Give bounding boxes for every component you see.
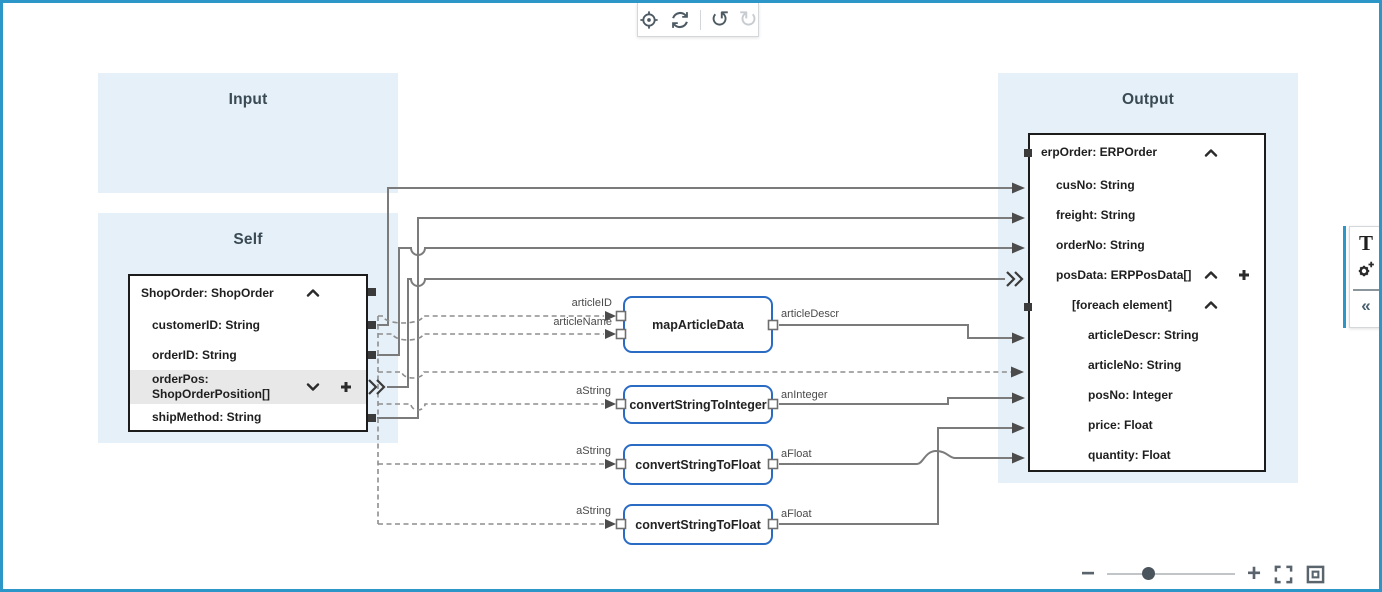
tree-node-label: quantity: Float bbox=[1088, 447, 1171, 462]
tree-node-orderid[interactable]: orderID: String bbox=[130, 340, 366, 370]
tree-node-label: orderPos: ShopOrderPosition[] bbox=[152, 372, 270, 401]
collapse-panel-button[interactable]: « bbox=[1361, 296, 1371, 315]
port-label-astring-2: aString bbox=[576, 445, 611, 457]
input-panel: Input bbox=[98, 73, 398, 193]
tree-node-price[interactable]: price: Float bbox=[1030, 410, 1264, 440]
tree-node-erporder[interactable]: erpOrder: ERPOrder bbox=[1030, 135, 1264, 170]
tree-node-shipmethod[interactable]: shipMethod: String bbox=[130, 404, 366, 430]
tree-node-orderpos[interactable]: orderPos: ShopOrderPosition[] bbox=[130, 370, 366, 404]
tree-node-label: articleNo: String bbox=[1088, 357, 1182, 372]
add-item-icon[interactable] bbox=[1238, 269, 1250, 281]
tree-node-label: [foreach element] bbox=[1072, 297, 1173, 312]
port-label-articlename: articleName bbox=[553, 316, 612, 328]
tree-node-label: price: Float bbox=[1088, 417, 1153, 432]
locate-icon[interactable] bbox=[638, 9, 660, 31]
function-convert-string-to-float-2[interactable]: convertStringToFloat bbox=[623, 504, 773, 545]
tree-node-label: freight: String bbox=[1056, 207, 1136, 222]
tree-node-label: orderID: String bbox=[152, 347, 237, 362]
tree-node-shoporder[interactable]: ShopOrder: ShopOrder bbox=[130, 276, 366, 310]
function-map-article-data[interactable]: mapArticleData bbox=[623, 296, 773, 353]
tree-node-articledescr[interactable]: articleDescr: String bbox=[1030, 320, 1264, 350]
side-toolbar: T « bbox=[1349, 226, 1379, 328]
function-label: mapArticleData bbox=[652, 317, 744, 332]
port-label-afloat-1: aFloat bbox=[781, 448, 812, 460]
zoom-out-button[interactable]: − bbox=[1081, 560, 1096, 587]
function-convert-string-to-float-1[interactable]: convertStringToFloat bbox=[623, 444, 773, 485]
chevron-down-icon[interactable] bbox=[306, 383, 320, 391]
input-panel-title: Input bbox=[228, 91, 268, 108]
port-label-articledescr: articleDescr bbox=[781, 308, 840, 320]
source-schema-box: ShopOrder: ShopOrder customerID: String … bbox=[128, 274, 368, 432]
target-schema-box: erpOrder: ERPOrder cusNo: String freight… bbox=[1028, 133, 1266, 472]
fit-view-icon[interactable] bbox=[1306, 565, 1325, 584]
side-panel-accent bbox=[1343, 226, 1346, 328]
zoom-bar: − + bbox=[1081, 559, 1341, 589]
sync-icon[interactable] bbox=[669, 9, 691, 31]
tree-node-foreach[interactable]: [foreach element] bbox=[1030, 290, 1264, 320]
canvas-toolbar: ↺ ↻ bbox=[637, 3, 759, 37]
tree-node-label: posNo: Integer bbox=[1088, 387, 1173, 402]
tree-node-customerid[interactable]: customerID: String bbox=[130, 310, 366, 340]
port-label-articleid: articleID bbox=[571, 297, 612, 309]
port-label-astring-3: aString bbox=[576, 505, 611, 517]
schema-anchor-squares bbox=[368, 149, 1032, 422]
add-item-icon[interactable] bbox=[340, 381, 352, 393]
port-label-afloat-2: aFloat bbox=[781, 508, 812, 520]
tree-node-label: cusNo: String bbox=[1056, 177, 1135, 192]
function-label: convertStringToFloat bbox=[635, 517, 761, 532]
fullscreen-icon[interactable] bbox=[1274, 565, 1293, 584]
tree-node-label: orderNo: String bbox=[1056, 237, 1145, 252]
tree-node-label: shipMethod: String bbox=[152, 409, 262, 424]
tree-node-posno[interactable]: posNo: Integer bbox=[1030, 380, 1264, 410]
toolbar-divider bbox=[700, 9, 702, 30]
gear-plus-icon[interactable] bbox=[1356, 260, 1376, 280]
tree-node-articleno[interactable]: articleNo: String bbox=[1030, 350, 1264, 380]
tree-node-quantity[interactable]: quantity: Float bbox=[1030, 440, 1264, 470]
tree-node-label: customerID: String bbox=[152, 317, 261, 332]
text-tool-button[interactable]: T bbox=[1358, 231, 1373, 255]
chevron-up-icon[interactable] bbox=[306, 289, 320, 297]
tree-node-orderno[interactable]: orderNo: String bbox=[1030, 230, 1264, 260]
tree-node-label: articleDescr: String bbox=[1088, 327, 1199, 342]
side-toolbar-divider bbox=[1353, 289, 1379, 291]
self-panel-title: Self bbox=[233, 231, 263, 248]
zoom-in-button[interactable]: + bbox=[1247, 560, 1262, 587]
chevron-up-icon[interactable] bbox=[1204, 271, 1218, 279]
port-label-aninteger: anInteger bbox=[781, 389, 828, 401]
zoom-slider-handle[interactable] bbox=[1142, 567, 1156, 580]
port-label-astring-1: aString bbox=[576, 385, 611, 397]
redo-icon[interactable]: ↻ bbox=[738, 6, 758, 32]
tree-node-cusno[interactable]: cusNo: String bbox=[1030, 170, 1264, 200]
chevron-up-icon[interactable] bbox=[1204, 148, 1218, 157]
function-label: convertStringToInteger bbox=[629, 397, 767, 412]
function-label: convertStringToFloat bbox=[635, 457, 761, 472]
tree-node-freight[interactable]: freight: String bbox=[1030, 200, 1264, 230]
tree-node-label: erpOrder: ERPOrder bbox=[1041, 145, 1158, 159]
zoom-slider[interactable] bbox=[1107, 567, 1236, 580]
tree-node-label: ShopOrder: ShopOrder bbox=[141, 285, 274, 300]
tree-node-label: posData: ERPPosData[] bbox=[1056, 267, 1192, 282]
output-panel-title: Output bbox=[1122, 91, 1174, 108]
chevron-up-icon[interactable] bbox=[1204, 301, 1218, 309]
tree-node-posdata[interactable]: posData: ERPPosData[] bbox=[1030, 260, 1264, 290]
undo-icon[interactable]: ↺ bbox=[710, 6, 730, 32]
function-convert-string-to-integer[interactable]: convertStringToInteger bbox=[623, 385, 773, 424]
